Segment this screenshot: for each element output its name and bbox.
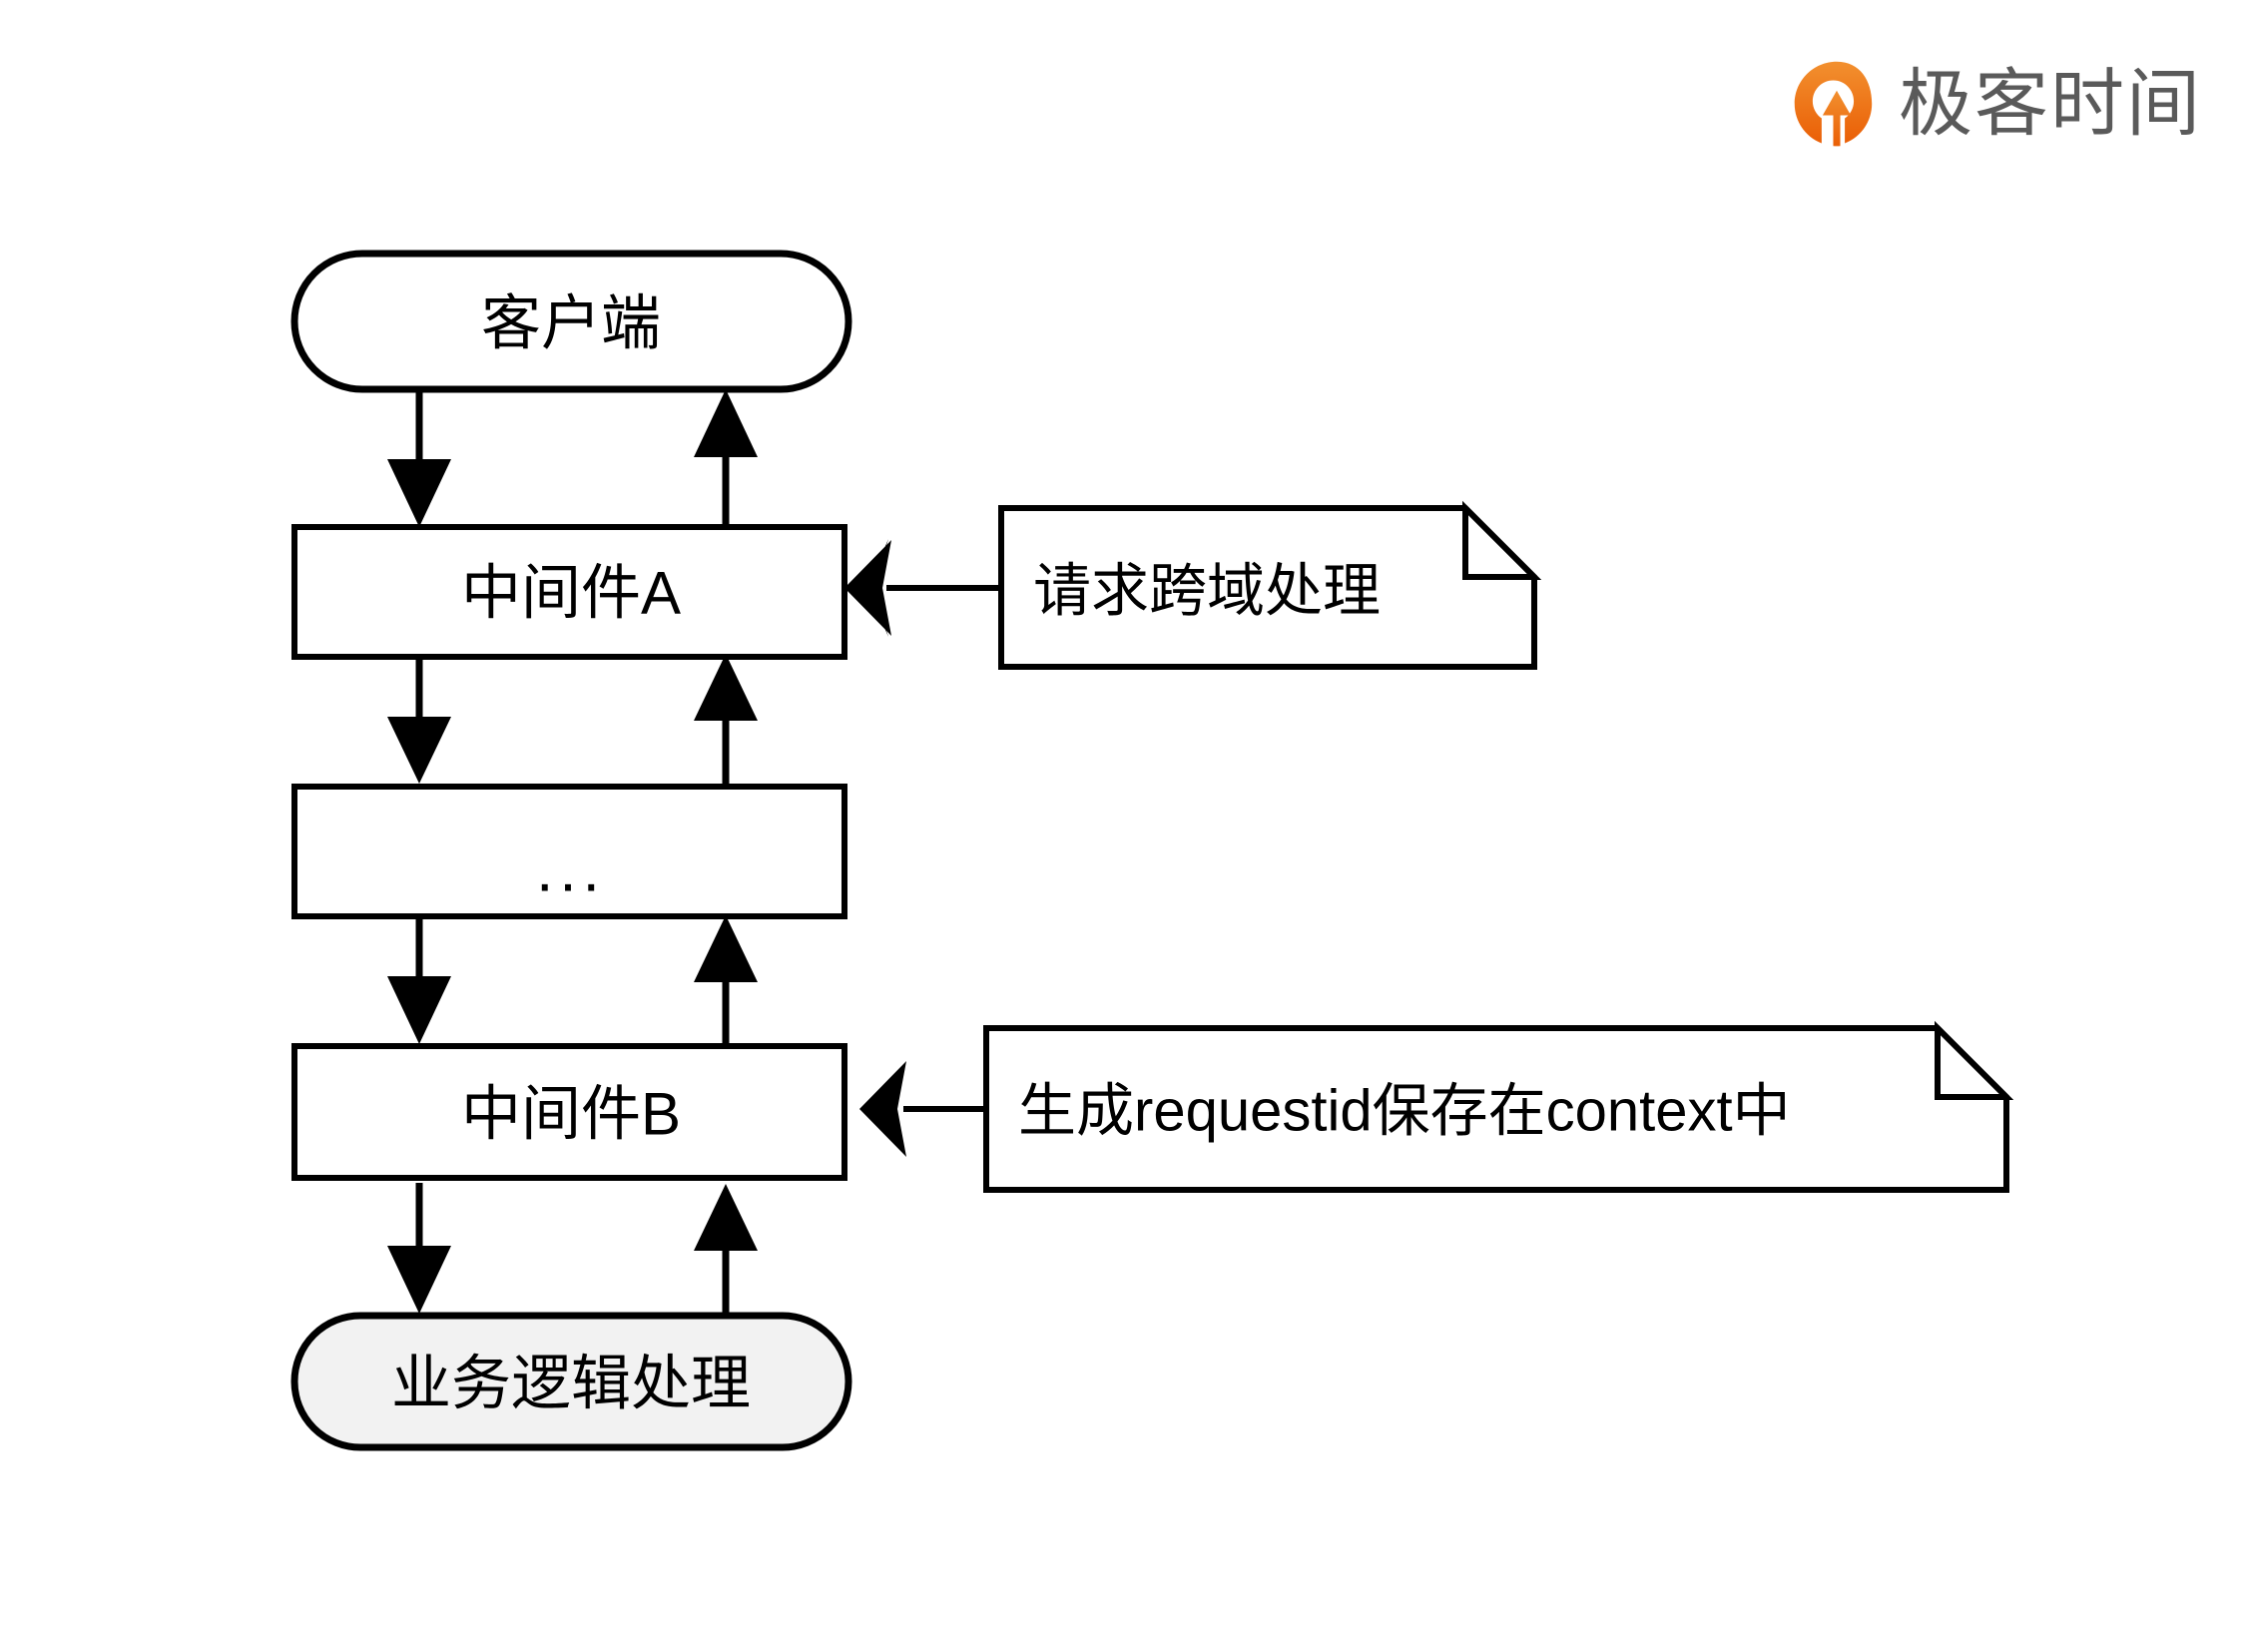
- node-client-label: 客户端: [481, 290, 661, 357]
- brand-name: 极客时间: [1899, 62, 2202, 145]
- edge-middleware-a-to-client: [694, 389, 758, 527]
- edge-middleware-a-to-ellipsis: [387, 657, 451, 784]
- edge-middleware-b-to-ellipsis: [694, 915, 758, 1044]
- edge-business-to-middleware-b: [694, 1184, 758, 1314]
- edge-middleware-b-to-business: [387, 1183, 451, 1314]
- note-request-cors[interactable]: 请求跨域处理: [998, 500, 1542, 670]
- node-ellipsis[interactable]: ...: [291, 784, 847, 919]
- brand-watermark: 极客时间: [1793, 48, 2202, 160]
- node-client[interactable]: 客户端: [290, 250, 852, 393]
- node-middleware-b[interactable]: 中间件B: [291, 1043, 847, 1181]
- edge-note-cors-to-middleware-a: [844, 539, 1001, 637]
- edge-client-to-middleware-a: [387, 389, 451, 527]
- edge-note-requestid-to-middleware-b: [859, 1061, 986, 1157]
- node-middleware-b-label: 中间件B: [461, 1081, 681, 1148]
- node-middleware-a-label: 中间件A: [461, 560, 681, 627]
- note-request-id-label: 生成requestid保存在context中: [1018, 1079, 1791, 1144]
- note-request-id[interactable]: 生成requestid保存在context中: [983, 1020, 2014, 1193]
- geektime-logo-icon: [1794, 61, 1873, 147]
- node-business-logic[interactable]: 业务逻辑处理: [290, 1312, 852, 1451]
- node-ellipsis-label: ...: [536, 836, 606, 905]
- note-request-cors-label: 请求跨域处理: [1033, 559, 1381, 624]
- edge-ellipsis-to-middleware-b: [387, 918, 451, 1044]
- edge-ellipsis-to-middleware-a: [694, 654, 758, 784]
- node-business-logic-label: 业务逻辑处理: [391, 1351, 751, 1417]
- node-middleware-a[interactable]: 中间件A: [291, 524, 847, 660]
